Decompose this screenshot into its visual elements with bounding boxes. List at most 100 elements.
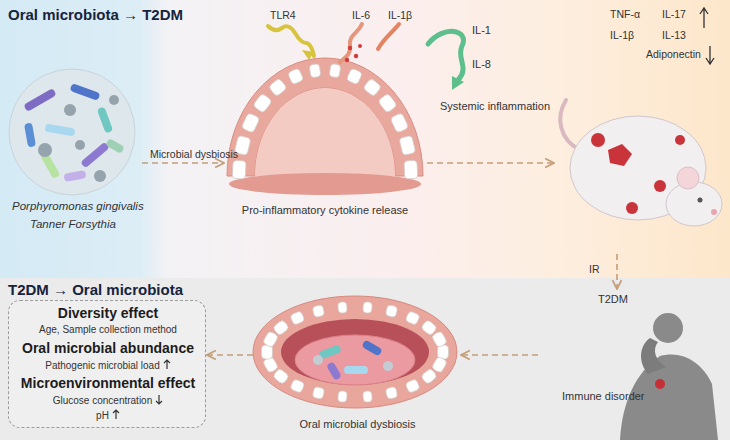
tooth [338, 302, 348, 314]
person-arm [641, 338, 666, 374]
rat-head [666, 182, 722, 226]
tooth [312, 386, 325, 399]
microbe-rod [70, 83, 101, 101]
lesion [591, 133, 605, 147]
tooth [438, 345, 449, 359]
microbe-rod [344, 366, 368, 374]
rat-ear [677, 167, 699, 189]
bacteria-cluster: Porphyromonas gingivalisTanner Forsythia [5, 68, 140, 236]
mouth-gum [253, 296, 457, 408]
microbe-rod [97, 106, 113, 133]
edge-label: Microbial dysbiosis [150, 148, 238, 160]
tooth [268, 78, 287, 97]
effect-box: Diversity effectAge, Sample collection m… [8, 300, 206, 428]
rat-model: TNF-α IL-17IL-1β IL-13Adiponectin [555, 4, 725, 252]
node-caption: Pro-inflammatory cytokine release [225, 204, 425, 217]
tlr4-signal [268, 26, 314, 56]
rat-nose [711, 209, 717, 215]
hormone-name: Adiponectin [646, 48, 701, 60]
arrow-glyph [156, 395, 162, 404]
decrease-arrow [706, 46, 714, 64]
tooth [421, 368, 438, 385]
microbe-coccus [38, 143, 52, 157]
palate [255, 88, 395, 176]
text-row: pH [9, 409, 207, 422]
cytokine-name: IL-1β [610, 29, 634, 41]
cytokine-name: IL-8 [472, 58, 491, 71]
tooth [431, 356, 447, 373]
microbe-coccus [109, 95, 119, 105]
cytokine-dot [354, 54, 358, 58]
tooth [399, 135, 416, 155]
symptom-dot [655, 379, 665, 389]
cytokine-dot [358, 44, 362, 48]
tooth [363, 391, 373, 403]
microbe-rod [105, 138, 125, 154]
tooth [287, 68, 303, 85]
microbe-coccus [313, 355, 323, 365]
microbe-rod [326, 361, 342, 381]
disease-name: T2DM [598, 293, 628, 306]
section-heading: Oral microbiota → T2DM [8, 6, 183, 23]
flow-arrow [427, 162, 553, 164]
increase-arrow [700, 8, 708, 28]
tooth [405, 379, 420, 394]
person-body [620, 354, 718, 440]
tooth [329, 64, 341, 78]
microbe-coccus [94, 170, 106, 182]
person-head [653, 313, 683, 343]
lesion [654, 180, 666, 192]
tooth [253, 93, 273, 113]
microbe-coccus [383, 361, 393, 371]
tooth [272, 319, 289, 336]
effect-heading: Oral microbial abundance [9, 340, 207, 356]
tooth [234, 135, 251, 155]
tooth [312, 305, 325, 318]
tooth [262, 345, 273, 359]
microbe-rod [23, 88, 56, 112]
increase-arrow [163, 359, 171, 370]
text-row: Pathogenic microbial load [9, 359, 207, 372]
tooth [431, 331, 447, 348]
microbe-coccus [64, 104, 76, 116]
tooth [385, 305, 398, 318]
effect-detail: pH [96, 410, 109, 421]
gum-arch [227, 58, 423, 176]
tongue [295, 335, 415, 385]
effect-detail: Age, Sample collection method [9, 324, 207, 336]
top-band: Oral microbiota → T2DM Porphyromonas ging… [0, 0, 730, 278]
lesion [626, 202, 638, 214]
species-name: Porphyromonas gingivalis [12, 200, 144, 213]
cytokine-name: IL-17 [662, 8, 686, 20]
cytokine-name: TNF-α [610, 8, 640, 20]
il1b-signal [378, 24, 399, 49]
cytokine-name: IL-13 [662, 29, 686, 41]
gum-base [229, 173, 421, 195]
cytokine-name: IL-1 [472, 24, 491, 37]
tooth [378, 93, 398, 113]
process-label: Systemic inflammation [440, 100, 550, 113]
rat-eye [698, 198, 703, 203]
microbe-rod [80, 142, 110, 169]
tooth [390, 113, 409, 134]
tooth [363, 78, 382, 97]
tooth [262, 331, 278, 348]
tooth [338, 391, 348, 403]
tooth [232, 160, 246, 179]
cytokine-name: IL-1β [388, 9, 412, 21]
microbe-coccus [75, 140, 85, 150]
bottom-band: T2DM → Oral microbiotaDiversity effectAg… [0, 278, 730, 440]
microbe-rod [63, 170, 86, 182]
microbe-group [23, 83, 125, 182]
microbe-rod [361, 340, 382, 357]
tooth [272, 368, 289, 385]
tooth [404, 160, 418, 179]
il1-signal [428, 31, 463, 80]
rat-body [570, 116, 706, 220]
text-row: Glucose concentration [9, 394, 207, 407]
microbe-rod [318, 344, 341, 359]
microbe-rod [40, 151, 61, 179]
species-name: Tanner Forsythia [30, 218, 116, 231]
il6-signal [340, 24, 362, 62]
effect-heading: Microenvironmental effect [9, 375, 207, 391]
